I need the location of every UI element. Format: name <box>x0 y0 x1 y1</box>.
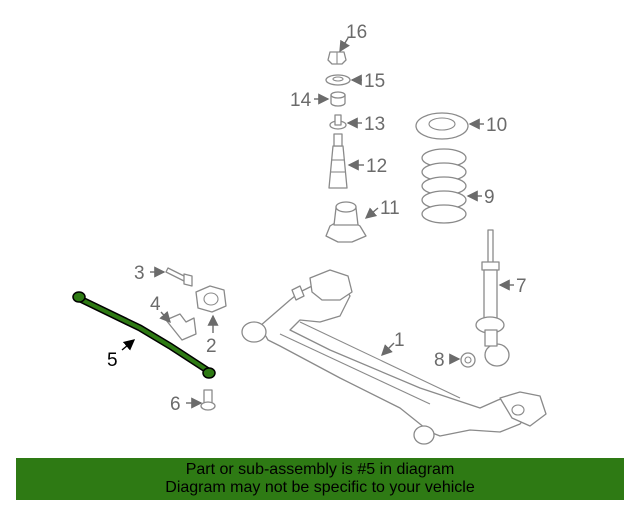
callout-16: 16 <box>346 22 367 43</box>
callout-6: 6 <box>170 394 181 415</box>
callout-4: 4 <box>150 294 161 315</box>
part-8-bushing[interactable] <box>460 352 476 368</box>
part-15-washer[interactable] <box>325 74 351 86</box>
banner-line-1: Part or sub-assembly is #5 in diagram <box>185 461 455 478</box>
part-12-bump-stop[interactable] <box>328 133 348 189</box>
callout-7: 7 <box>516 276 527 297</box>
callout-12: 12 <box>366 156 387 177</box>
banner-line-2: Diagram may not be specific to your vehi… <box>165 479 475 496</box>
part-1-axle-beam[interactable] <box>241 269 547 445</box>
part-7-shock-absorber[interactable] <box>475 229 510 367</box>
callout-9: 9 <box>484 187 495 208</box>
parts-diagram: 16 15 14 13 12 11 10 9 7 8 1 2 3 4 6 5 <box>72 22 547 445</box>
callout-1: 1 <box>394 330 405 351</box>
part-13-retainer[interactable] <box>329 114 347 130</box>
callout-5: 5 <box>107 350 118 371</box>
callout-8: 8 <box>434 350 445 371</box>
part-14-bushing[interactable] <box>330 91 346 107</box>
part-3-bolt[interactable] <box>165 267 193 287</box>
callout-2: 2 <box>206 336 217 357</box>
part-5-lateral-rod[interactable] <box>72 291 216 379</box>
callout-10: 10 <box>486 115 507 136</box>
part-10-spring-seat[interactable] <box>415 112 469 140</box>
info-banner: Part or sub-assembly is #5 in diagram Di… <box>16 458 624 500</box>
callout-3: 3 <box>134 263 145 284</box>
part-4-bracket[interactable] <box>165 313 197 341</box>
part-9-coil-spring[interactable] <box>421 148 467 224</box>
callout-13: 13 <box>364 114 385 135</box>
callout-15: 15 <box>364 71 385 92</box>
part-2-bushing[interactable] <box>195 285 227 313</box>
part-11-upper-mount[interactable] <box>325 201 367 243</box>
callout-11: 11 <box>380 198 400 219</box>
callout-14: 14 <box>290 90 312 111</box>
part-6-bolt[interactable] <box>200 389 216 411</box>
part-16-nut[interactable] <box>327 51 347 65</box>
